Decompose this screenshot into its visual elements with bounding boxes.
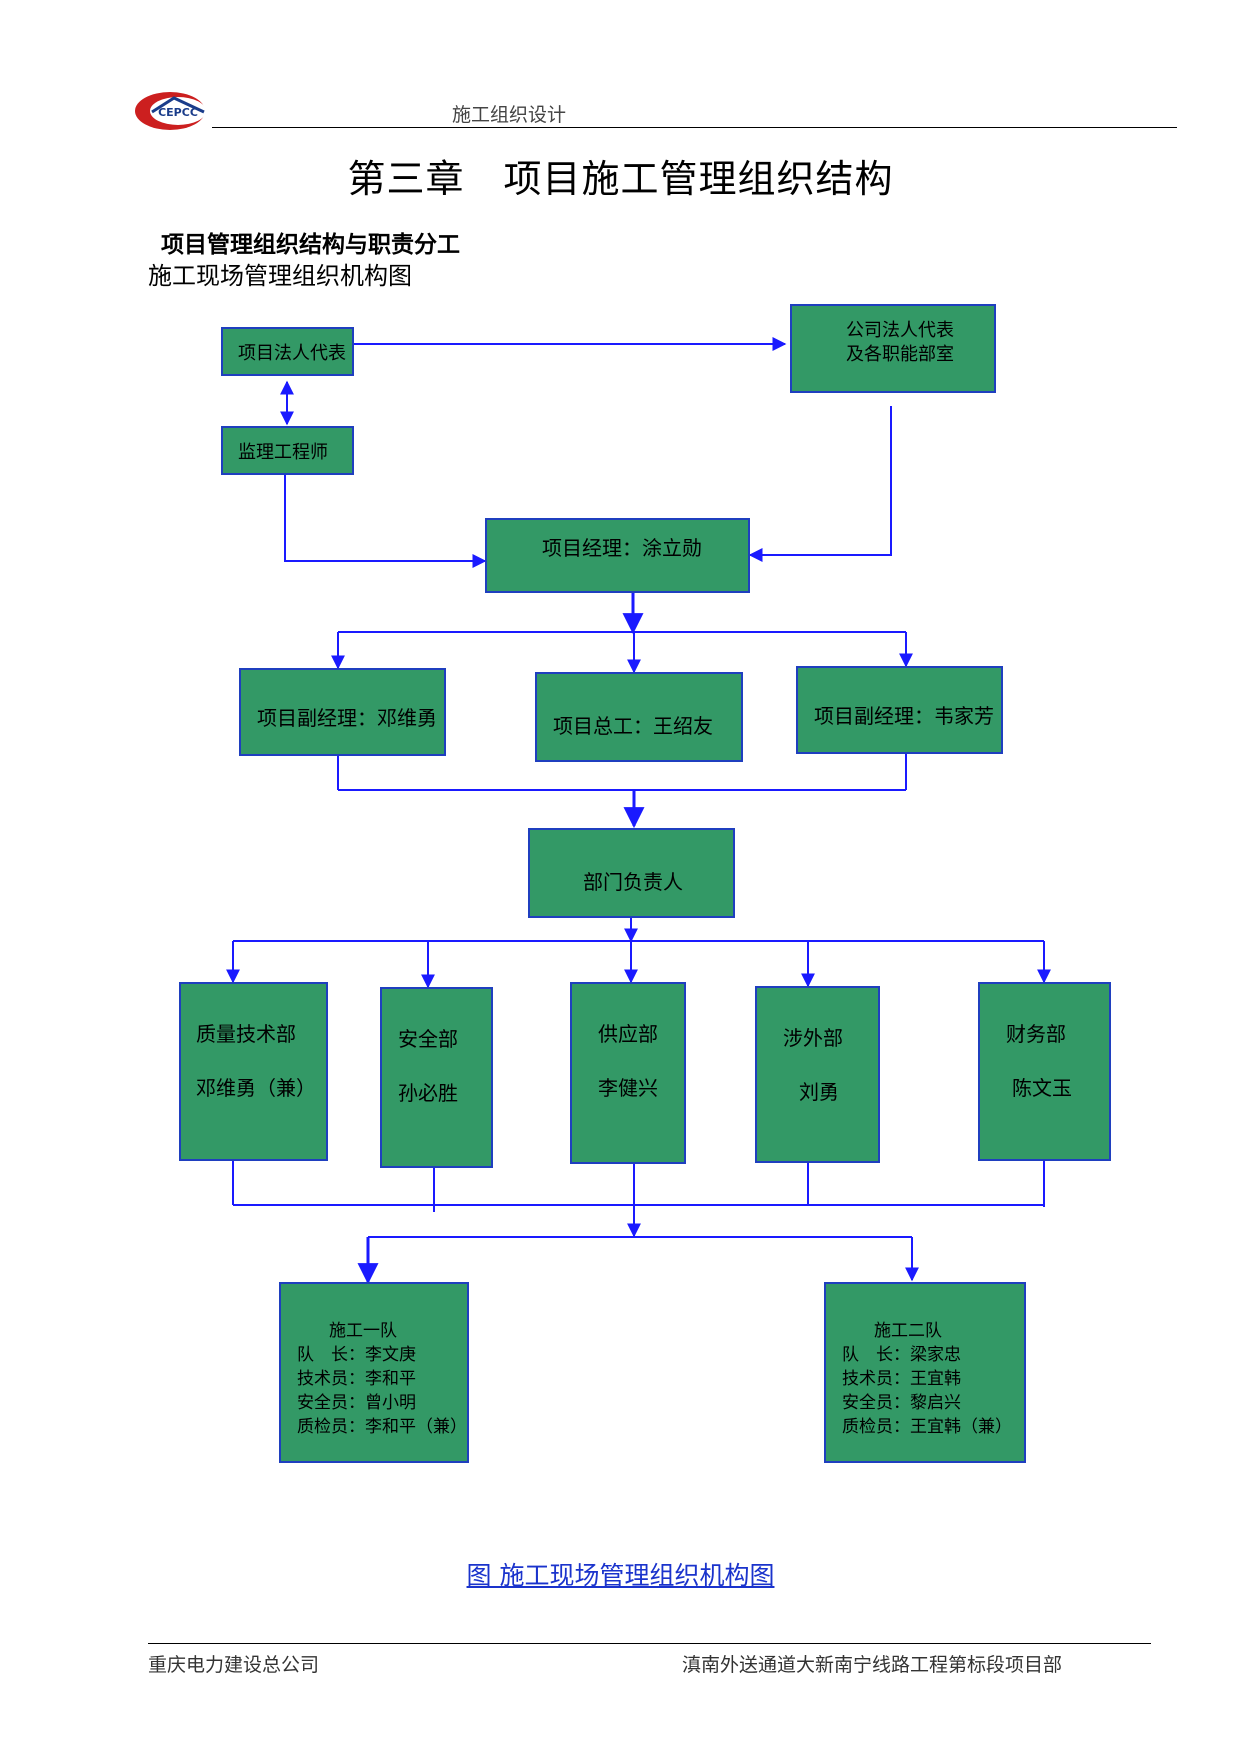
owner-rep-label: 项目法人代表 <box>238 343 346 364</box>
company-rep-line-1: 公司法人代表 <box>846 320 954 341</box>
node-external-affairs-dept: 涉外部 刘勇 <box>755 986 880 1163</box>
team-2-leader: 队 长：梁家忠 <box>842 1345 961 1365</box>
chief-engineer-label: 项目总工：王绍友 <box>553 714 713 738</box>
footer-divider <box>148 1643 1151 1644</box>
node-project-manager: 项目经理：涂立勋 <box>485 518 750 593</box>
node-owner-rep: 项目法人代表 <box>221 327 354 376</box>
logo-text: CEPCC <box>158 106 198 119</box>
doc-label: 施工组织设计 <box>452 104 567 126</box>
footer-project: 滇南外送通道大新南宁线路工程第标段项目部 <box>682 1654 1063 1676</box>
external-dept-head: 刘勇 <box>799 1080 839 1104</box>
team-1-technician: 技术员：李和平 <box>297 1369 416 1389</box>
node-deputy-manager-1: 项目副经理：邓维勇 <box>239 668 446 756</box>
node-construction-team-2: 施工二队 队 长：梁家忠 技术员：王宜韩 安全员：黎启兴 质检员：王宜韩（兼） <box>824 1282 1026 1463</box>
chapter-title: 第三章 项目施工管理组织结构 <box>347 157 894 201</box>
node-supply-dept: 供应部 李健兴 <box>570 982 686 1164</box>
finance-dept-head: 陈文玉 <box>1012 1076 1072 1100</box>
node-safety-dept: 安全部 孙必胜 <box>380 987 493 1168</box>
pm-label: 项目经理：涂立勋 <box>542 536 702 560</box>
node-chief-engineer: 项目总工：王绍友 <box>535 672 743 762</box>
team-2-technician: 技术员：王宜韩 <box>842 1369 961 1389</box>
supervisor-to-pm-arrow <box>284 474 487 568</box>
company-to-pm-arrow <box>748 406 892 562</box>
quality-dept-name: 质量技术部 <box>196 1022 296 1046</box>
team-1-leader: 队 长：李文庚 <box>297 1345 416 1365</box>
node-company-rep: 公司法人代表 及各职能部室 <box>790 304 996 393</box>
team-1-quality-inspector: 质检员：李和平（兼） <box>297 1417 467 1437</box>
node-deputy-manager-2: 项目副经理：韦家芳 <box>796 666 1003 754</box>
supply-dept-head: 李健兴 <box>598 1076 658 1100</box>
section-title: 项目管理组织结构与职责分工 <box>161 231 460 258</box>
deputy-1-label: 项目副经理：邓维勇 <box>257 706 437 730</box>
team-2-name: 施工二队 <box>874 1321 942 1341</box>
external-dept-name: 涉外部 <box>783 1026 843 1050</box>
node-construction-team-1: 施工一队 队 长：李文庚 技术员：李和平 安全员：曾小明 质检员：李和平（兼） <box>279 1282 469 1463</box>
safety-dept-head: 孙必胜 <box>398 1081 458 1105</box>
finance-dept-name: 财务部 <box>1006 1022 1066 1046</box>
team-2-safety-officer: 安全员：黎启兴 <box>842 1393 961 1413</box>
deputy-2-label: 项目副经理：韦家芳 <box>814 704 994 728</box>
team-1-safety-officer: 安全员：曾小明 <box>297 1393 416 1413</box>
node-department-heads: 部门负责人 <box>528 828 735 918</box>
supply-dept-name: 供应部 <box>598 1022 658 1046</box>
safety-dept-name: 安全部 <box>398 1027 458 1051</box>
header-divider <box>212 127 1177 128</box>
company-rep-line-2: 及各职能部室 <box>846 344 954 365</box>
supervisor-label: 监理工程师 <box>238 442 328 463</box>
node-finance-dept: 财务部 陈文玉 <box>978 982 1111 1161</box>
quality-dept-head: 邓维勇（兼） <box>196 1076 316 1100</box>
node-supervisor: 监理工程师 <box>221 426 354 475</box>
figure-caption: 图 施工现场管理组织机构图 <box>466 1561 775 1590</box>
team-1-name: 施工一队 <box>329 1321 397 1341</box>
chart-title: 施工现场管理组织机构图 <box>148 262 412 290</box>
company-logo: CEPCC <box>135 92 206 130</box>
dept-heads-label: 部门负责人 <box>583 870 683 894</box>
node-quality-tech-dept: 质量技术部 邓维勇（兼） <box>179 982 328 1161</box>
footer-company: 重庆电力建设总公司 <box>148 1654 320 1676</box>
team-2-quality-inspector: 质检员：王宜韩（兼） <box>842 1417 1012 1437</box>
